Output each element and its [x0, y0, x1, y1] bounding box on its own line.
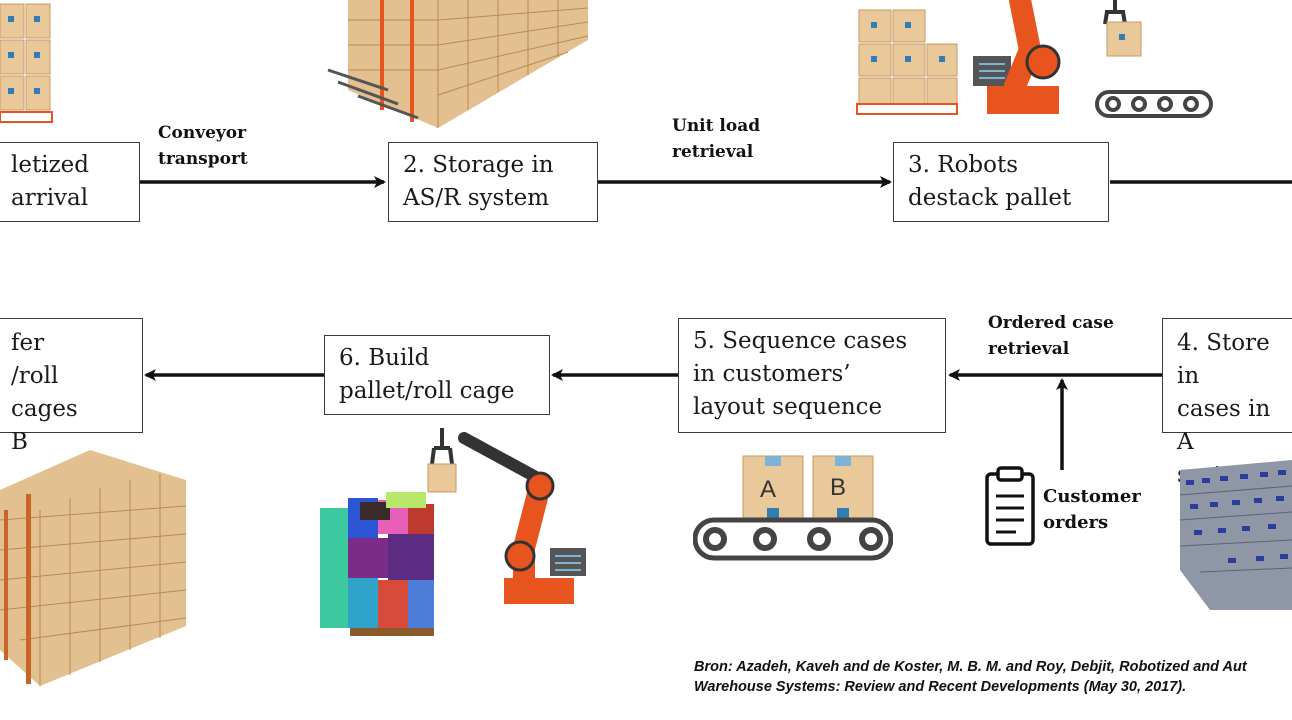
edge-label-customer-orders: Customer orders — [1043, 486, 1141, 533]
shuttle-rack-icon — [1180, 460, 1292, 610]
asrs-rack-icon-bottom — [0, 450, 186, 686]
pallet-boxes-icon — [0, 3, 53, 123]
step-6-box: 6. Build pallet/roll cage — [324, 335, 550, 415]
edge-label-unit-load-retrieval: Unit load retrieval — [672, 116, 761, 162]
edge-label-ordered-case-retrieval: Ordered case retrieval — [988, 313, 1114, 359]
step-3-box: 3. Robots destack pallet — [893, 142, 1109, 222]
case-label-a: A — [760, 476, 777, 503]
edge-label-conveyor-transport: Conveyor transport — [158, 123, 248, 169]
step-4-box: 4. Store in cases in A system — [1162, 318, 1292, 488]
step-5-box: 5. Sequence cases in customers’ layout s… — [678, 318, 946, 433]
case-label-b: B — [830, 474, 847, 501]
source-citation: Bron: Azadeh, Kaveh and de Koster, M. B.… — [694, 659, 1247, 695]
conveyor-icon — [693, 455, 893, 561]
mixed-pallet-icon — [320, 428, 586, 636]
step-2-box: 2. Storage in AS/R system — [388, 142, 598, 222]
asrs-rack-icon — [327, 0, 589, 128]
step-1-box: letized arrival — [0, 142, 140, 222]
clipboard-icon — [985, 466, 1035, 546]
step-7-box: fer /roll cages B — [0, 318, 143, 455]
robot-arm-icon — [856, 0, 1213, 118]
